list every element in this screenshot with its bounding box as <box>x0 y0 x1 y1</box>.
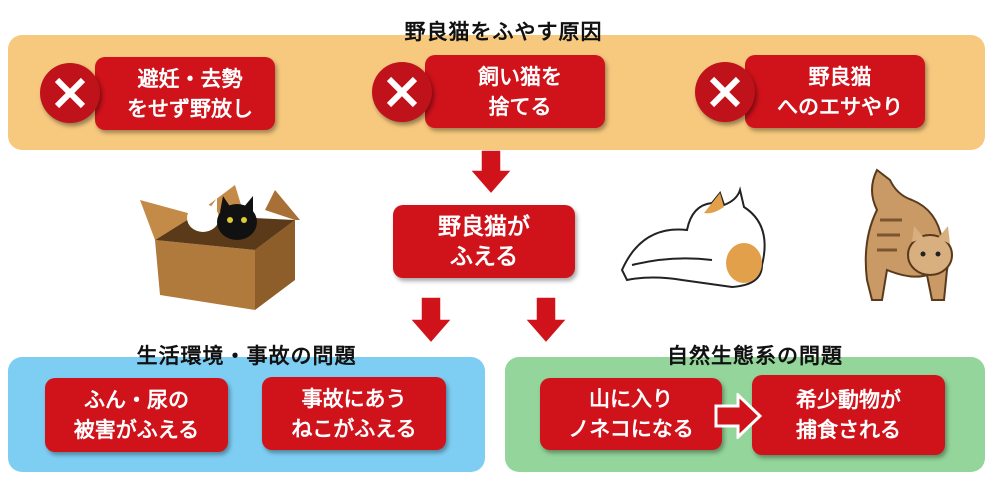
causes-title: 野良猫をふやす原因 <box>404 20 603 44</box>
problem-box: 希少動物が 捕食される <box>752 375 945 455</box>
problem-line1: ふん・尿の <box>84 388 189 412</box>
problem-box: 事故にあう ねこがふえる <box>262 377 446 450</box>
center-line1: 野良猫が <box>438 213 530 240</box>
cause-box: 避妊・去勢 をせず野放し <box>95 57 275 130</box>
cause-line1: 野良猫 <box>808 64 872 89</box>
down-arrow-icon <box>408 297 454 345</box>
cause-line1: 飼い猫を <box>478 64 562 89</box>
x-mark-icon <box>695 62 755 122</box>
problem-line2: ねこがふえる <box>291 416 417 441</box>
living-problems-title: 生活環境・事故の問題 <box>136 344 357 368</box>
problem-line1: 山に入り <box>589 387 673 411</box>
cause-box: 飼い猫を 捨てる <box>425 55 605 128</box>
problem-line1: 希少動物が <box>796 388 901 412</box>
problem-line2: 被害がふえる <box>73 418 200 442</box>
lying-cat-illustration <box>620 186 766 289</box>
down-arrow-icon <box>468 150 514 196</box>
cause-line2: 捨てる <box>488 94 552 119</box>
center-box: 野良猫が ふえる <box>393 205 575 278</box>
center-line2: ふえる <box>449 243 519 270</box>
cause-line1: 避妊・去勢 <box>137 66 243 91</box>
cause-box: 野良猫 へのエサやり <box>745 55 925 128</box>
problem-box: 山に入り ノネコになる <box>540 378 722 450</box>
problem-line1: 事故にあう <box>301 386 407 411</box>
x-mark-icon <box>372 62 432 122</box>
problem-line2: ノネコになる <box>568 417 694 441</box>
x-mark-icon <box>40 63 100 123</box>
cats-in-box-illustration <box>140 185 300 310</box>
down-arrow-icon <box>523 297 569 345</box>
right-arrow-icon <box>714 393 762 439</box>
cause-line2: へのエサやり <box>777 94 903 119</box>
standing-cat-illustration <box>864 168 953 301</box>
problem-box: ふん・尿の 被害がふえる <box>45 378 228 452</box>
ecosystem-problems-title: 自然生態系の問題 <box>667 344 843 368</box>
cause-line2: をせず野放し <box>127 96 253 121</box>
problem-line2: 捕食される <box>796 418 901 442</box>
